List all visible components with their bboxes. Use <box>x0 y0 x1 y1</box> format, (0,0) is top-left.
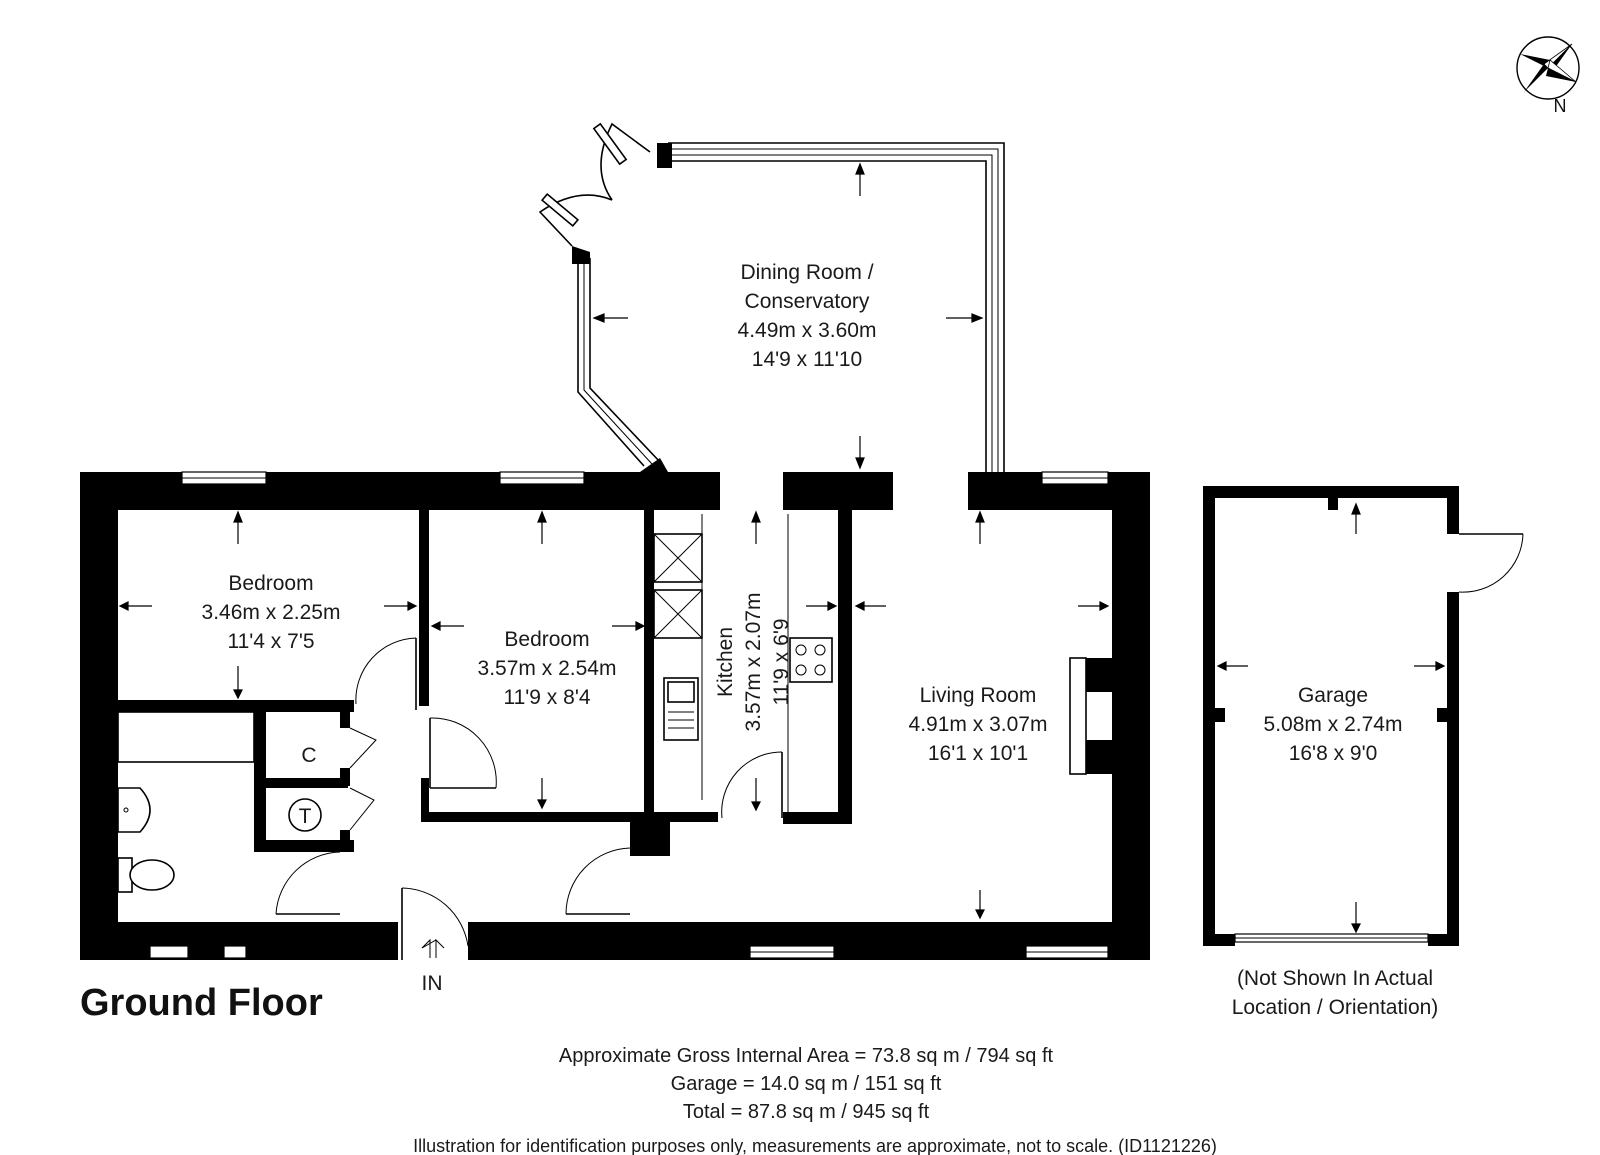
doors <box>275 637 783 960</box>
room-metric: 4.49m x 3.60m <box>738 319 877 342</box>
garage-area-text: Garage = 14.0 sq m / 151 sq ft <box>671 1073 942 1095</box>
entrance-label: IN <box>422 972 443 995</box>
room-name: Bedroom <box>504 628 589 651</box>
garage-note-line2: Location / Orientation) <box>1232 996 1439 1019</box>
dimension-arrows <box>118 162 1446 934</box>
entrance-arrow-icon <box>421 938 445 958</box>
room-living: Living Room 4.91m x 3.07m 16'1 x 10'1 <box>909 684 1048 765</box>
room-bedroom-2: Bedroom 3.57m x 2.54m 11'9 x 8'4 <box>478 628 617 709</box>
room-kitchen: Kitchen 3.57m x 2.07m 11'9 x 6'9 <box>714 593 793 732</box>
room-name: Bedroom <box>228 572 313 595</box>
room-name: Dining Room / <box>740 261 873 284</box>
total-area-text: Total = 87.8 sq m / 945 sq ft <box>683 1101 930 1123</box>
house-walls <box>80 472 1150 960</box>
room-metric: 3.46m x 2.25m <box>202 601 341 624</box>
tank-t-label: T <box>299 805 312 828</box>
compass-icon <box>1516 36 1580 100</box>
room-imperial: 16'8 x 9'0 <box>1289 742 1378 765</box>
fixtures <box>117 514 833 893</box>
room-name: Garage <box>1298 684 1368 707</box>
floor-title: Ground Floor <box>80 982 323 1024</box>
house-windows <box>149 471 1109 959</box>
room-metric: 3.57m x 2.54m <box>478 657 617 680</box>
garage-note-line1: (Not Shown In Actual <box>1237 967 1433 990</box>
cupboard-c-label: C <box>301 744 316 767</box>
room-garage: Garage 5.08m x 2.74m 16'8 x 9'0 <box>1264 684 1403 765</box>
room-imperial: 14'9 x 11'10 <box>752 348 862 371</box>
conservatory-frame <box>538 122 1005 472</box>
room-name-cont: Conservatory <box>745 290 870 313</box>
room-metric: 5.08m x 2.74m <box>1264 713 1403 736</box>
garage-walls <box>1203 486 1524 946</box>
disclaimer-text: Illustration for identification purposes… <box>413 1136 1217 1155</box>
room-dining: Dining Room / Conservatory 4.49m x 3.60m… <box>738 261 877 371</box>
room-name: Living Room <box>920 684 1037 707</box>
gross-area-text: Approximate Gross Internal Area = 73.8 s… <box>559 1045 1054 1067</box>
room-imperial: 11'9 x 8'4 <box>503 686 590 709</box>
room-name: Kitchen <box>714 627 737 697</box>
room-imperial: 16'1 x 10'1 <box>928 742 1028 765</box>
compass-north-label: N <box>1554 96 1567 116</box>
room-metric: 3.57m x 2.07m <box>742 593 765 732</box>
room-bedroom-1: Bedroom 3.46m x 2.25m 11'4 x 7'5 <box>202 572 341 653</box>
room-imperial: 11'4 x 7'5 <box>227 630 314 653</box>
room-imperial: 11'9 x 6'9 <box>770 618 793 705</box>
room-metric: 4.91m x 3.07m <box>909 713 1048 736</box>
